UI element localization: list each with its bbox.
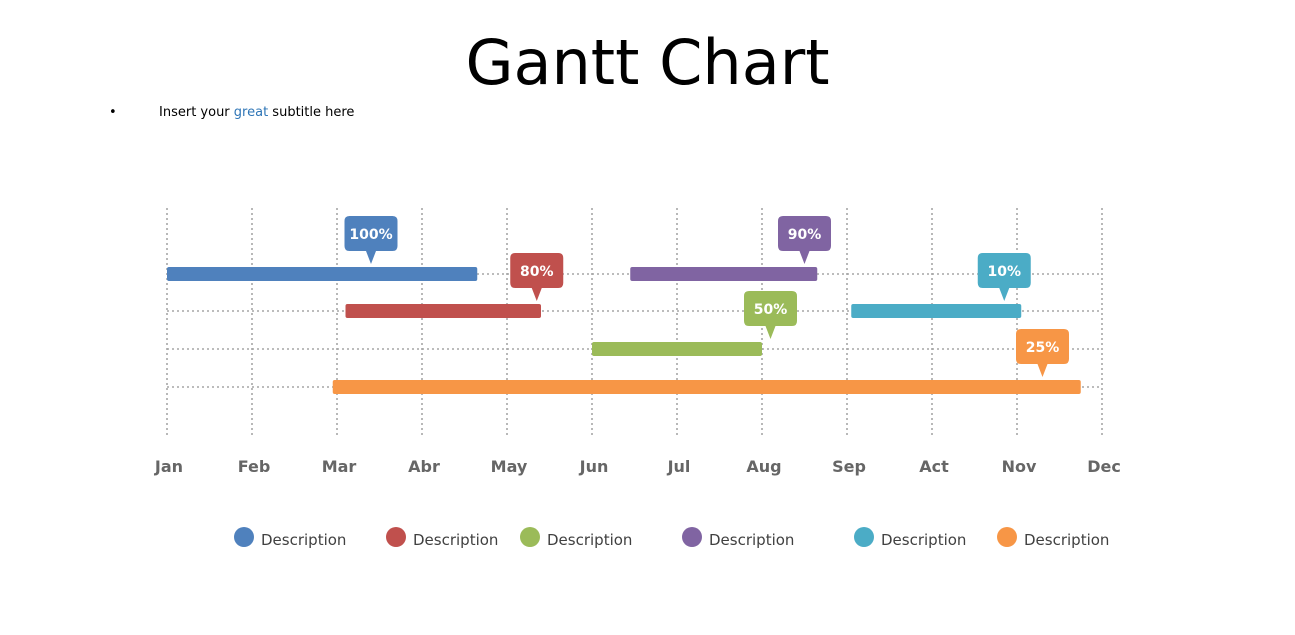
legend-label: Description <box>413 531 498 549</box>
gantt-bar <box>630 267 818 281</box>
chart-title: Gantt Chart <box>465 26 830 99</box>
tick-label: Jun <box>579 457 609 476</box>
tick-label: May <box>491 457 528 476</box>
legend-marker <box>997 527 1017 547</box>
legend-marker <box>520 527 540 547</box>
tick-label: Act <box>919 457 949 476</box>
subtitle-highlight: great <box>233 105 269 120</box>
legend-label: Description <box>1024 531 1109 549</box>
tick-label: Mar <box>322 457 357 476</box>
tick-label: Jul <box>667 457 691 476</box>
gantt-bar <box>592 342 762 356</box>
percent-label: 80% <box>520 264 554 280</box>
subtitle-text-after: subtitle here <box>268 105 355 120</box>
percent-label: 10% <box>987 264 1021 280</box>
percent-callout <box>510 253 564 301</box>
gantt-bar <box>332 380 1081 394</box>
legend-label: Description <box>881 531 966 549</box>
percent-label: 50% <box>754 302 788 318</box>
subtitle-bullet: • <box>109 105 117 120</box>
tick-label: Dec <box>1087 457 1121 476</box>
tick-label: Nov <box>1002 457 1037 476</box>
percent-callout <box>744 291 797 339</box>
percent-callout <box>344 216 398 264</box>
tick-label: Aug <box>746 457 781 476</box>
legend-label: Description <box>261 531 346 549</box>
percent-label: 90% <box>788 227 822 243</box>
gantt-bar <box>851 304 1022 318</box>
legend-marker <box>682 527 702 547</box>
percent-label: 25% <box>1026 340 1060 356</box>
legend-marker <box>386 527 406 547</box>
tick-label: Feb <box>238 457 271 476</box>
gantt-bar <box>167 267 478 281</box>
subtitle-text-before: Insert your <box>159 105 234 120</box>
percent-label: 100% <box>349 227 392 243</box>
percent-callout <box>977 253 1031 301</box>
tick-label: Jan <box>154 457 183 476</box>
subtitle: • Insert your great subtitle here <box>109 105 354 120</box>
tick-label: Abr <box>408 457 440 476</box>
tick-label: Sep <box>832 457 866 476</box>
legend-marker <box>854 527 874 547</box>
percent-callout <box>778 216 831 264</box>
percent-callout <box>1016 329 1069 377</box>
legend-label: Description <box>547 531 632 549</box>
legend-marker <box>234 527 254 547</box>
legend-label: Description <box>709 531 794 549</box>
gantt-bar <box>345 304 541 318</box>
